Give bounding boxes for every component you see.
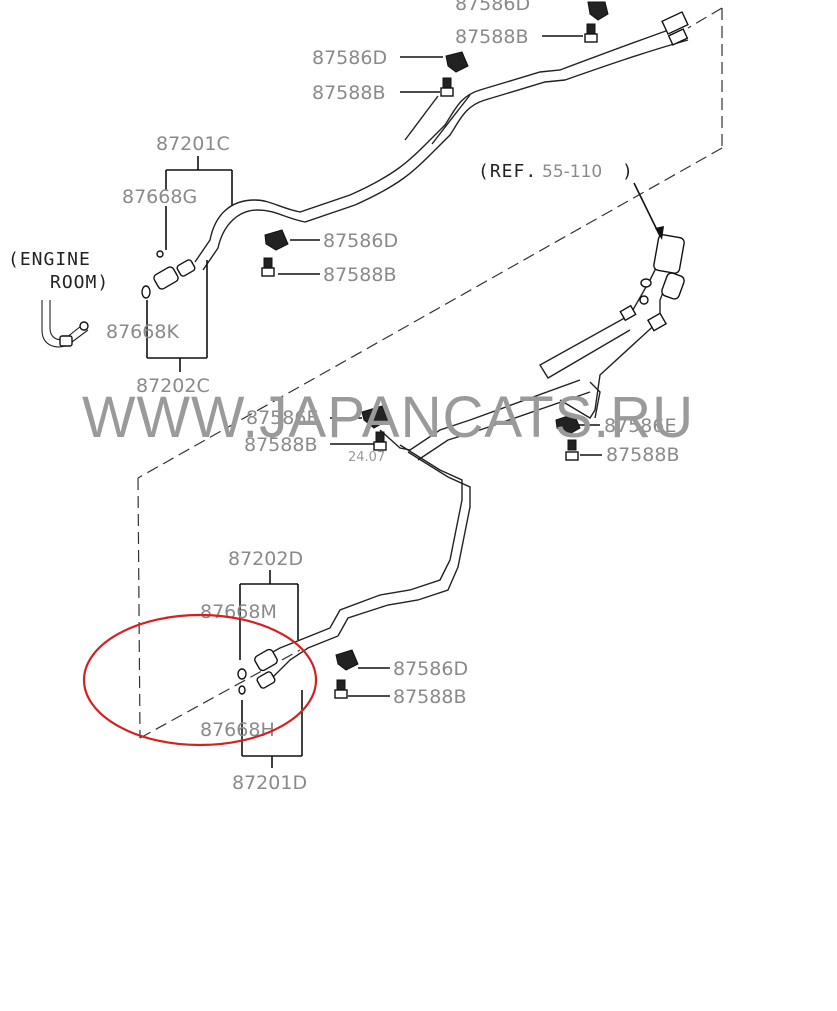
lower-pipe-assembly: [237, 234, 685, 695]
label-ref-prefix: (REF.: [478, 161, 537, 182]
lower-clip-group: [334, 405, 581, 699]
label-ref-suffix: ): [622, 161, 634, 182]
engine-room-pipe: [41, 300, 89, 348]
label-engine-room-1: (ENGINE: [8, 249, 91, 270]
upper-pipe-assembly: [141, 11, 689, 299]
label-engine-room-2: ROOM): [50, 272, 109, 293]
label-pipe-d2: 87202D: [228, 548, 303, 570]
boundary-lines: [137, 7, 723, 739]
label-upper-clip: 87586D: [312, 47, 387, 69]
label-left-clip-e: 87586E: [246, 407, 318, 429]
label-mid-clip: 87586D: [323, 230, 398, 252]
label-right-clip-e: 87586E: [604, 415, 676, 437]
label-pipe-c2: 87202C: [136, 375, 210, 397]
label-upper-bolt: 87588B: [312, 82, 385, 104]
label-oring-m: 87668M: [200, 601, 277, 623]
watermark: WWW.JAPANCATS.RU: [82, 385, 694, 450]
label-low-clip: 87586D: [393, 658, 468, 680]
label-oring-h: 87668H: [200, 719, 275, 741]
highlight-circle: [82, 613, 318, 747]
leader-lines: [146, 35, 664, 768]
label-oring-g: 87668G: [122, 186, 197, 208]
label-pipe-d: 87201D: [232, 772, 307, 794]
date-stamp: 24.07: [348, 450, 385, 465]
label-right-bolt: 87588B: [606, 444, 679, 466]
label-oring-k: 87668K: [106, 321, 179, 343]
label-left-bolt: 87588B: [244, 434, 317, 456]
label-top-bolt: 87588B: [455, 26, 528, 48]
label-top-clip: 87586D: [455, 0, 530, 15]
part-labels: 87586D 87588B 87586D 87588B 87201C 87668…: [8, 0, 679, 794]
top-clip-group: [261, 1, 609, 277]
label-low-bolt: 87588B: [393, 686, 466, 708]
label-ref-number: 55-110: [542, 162, 602, 182]
label-pipe-c: 87201C: [156, 133, 230, 155]
label-mid-bolt: 87588B: [323, 264, 396, 286]
